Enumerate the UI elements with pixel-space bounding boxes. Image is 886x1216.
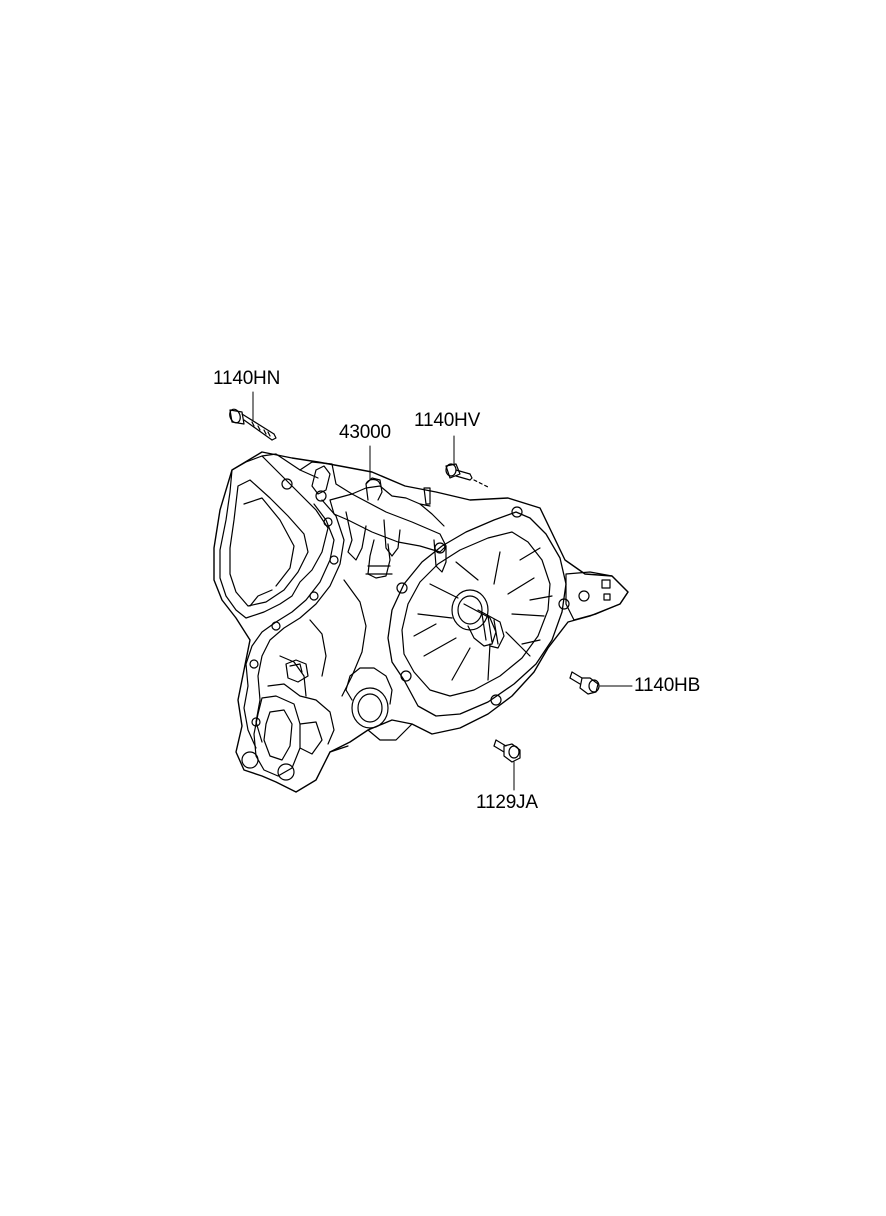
transaxle-assembly xyxy=(213,451,629,793)
part-label-1140hv: 1140HV xyxy=(414,410,481,431)
part-label-43000: 43000 xyxy=(339,422,391,443)
bolt-1140hv xyxy=(445,463,491,489)
part-label-1140hn: 1140HN xyxy=(213,368,281,389)
bolt-1140hb xyxy=(569,671,600,695)
part-label-1129ja: 1129JA xyxy=(476,792,538,813)
bolt-1140hn xyxy=(229,408,277,441)
bolt-1129ja xyxy=(493,739,521,763)
part-label-1140hb: 1140HB xyxy=(634,675,701,696)
